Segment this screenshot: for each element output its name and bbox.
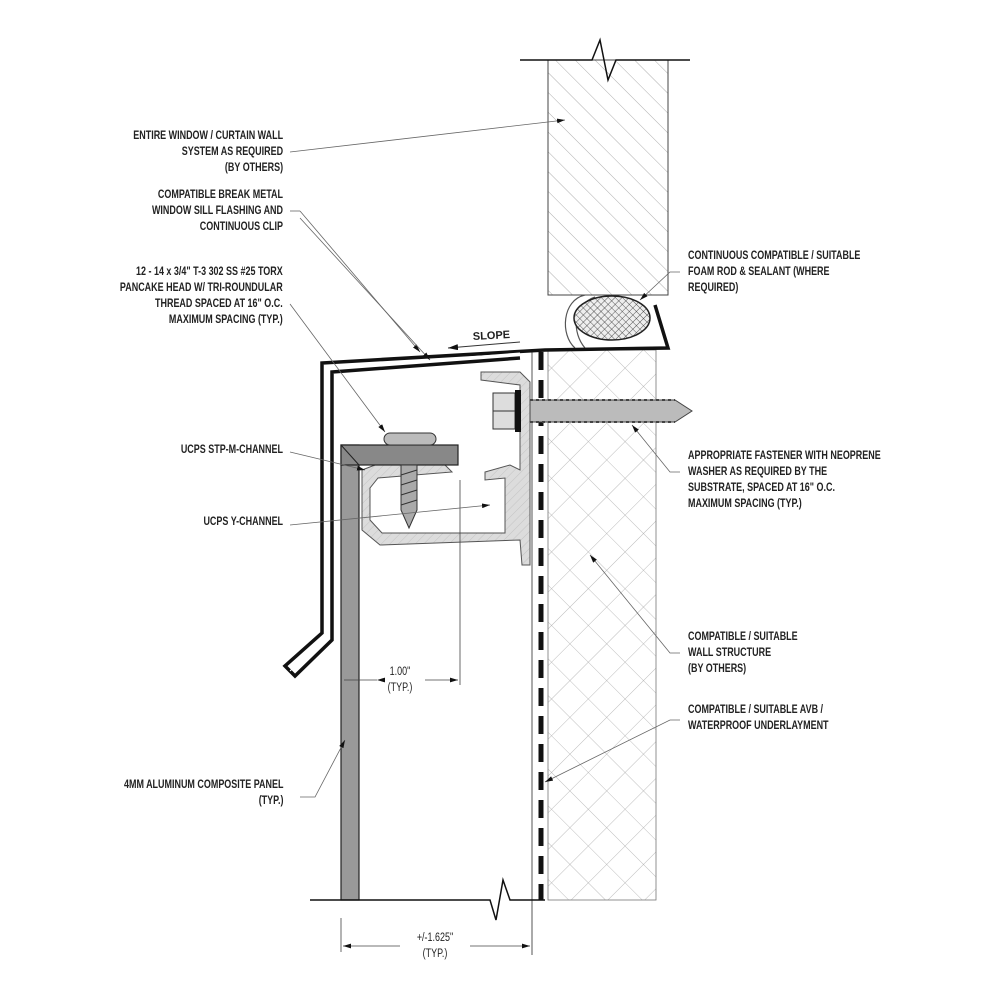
label-sill-flashing: COMPATIBLE BREAK METAL WINDOW SILL FLASH… [115, 187, 283, 235]
label-line: COMPATIBLE BREAK METAL [157, 189, 283, 201]
slope-arrow [447, 341, 521, 351]
label-line: CONTINUOUS COMPATIBLE / SUITABLE [688, 250, 861, 262]
foam-rod [573, 295, 651, 341]
pancake-screw [383, 432, 437, 530]
label-line: MAXIMUM SPACING (TYP.) [169, 314, 283, 326]
label-line: WALL STRUCTURE [688, 647, 772, 659]
slope-label: SLOPE [473, 329, 511, 343]
label-line: ENTIRE WINDOW / CURTAIN WALL [133, 130, 283, 142]
label-line: UCPS Y-CHANNEL [203, 516, 283, 528]
label-line: WATERPROOF UNDERLAYMENT [688, 720, 829, 732]
label-y-channel: UCPS Y-CHANNEL [181, 514, 283, 530]
dimension-note: (TYP.) [422, 948, 448, 960]
label-line: SYSTEM AS REQUIRED [181, 146, 283, 158]
label-acm-panel: 4MM ALUMINUM COMPOSITE PANEL (TYP.) [79, 777, 283, 809]
label-stp-m-channel: UCPS STP-M-CHANNEL [152, 442, 283, 458]
break-line-top [520, 37, 690, 83]
neoprene-washer [515, 390, 521, 432]
label-line: CONTINUOUS CLIP [199, 221, 283, 233]
label-line: (BY OTHERS) [224, 162, 283, 174]
label-line: REQUIRED) [688, 282, 739, 294]
label-line: COMPATIBLE / SUITABLE AVB / [688, 704, 824, 716]
leader-lines [289, 118, 680, 798]
label-line: UCPS STP-M-CHANNEL [180, 444, 283, 456]
label-fastener: APPROPRIATE FASTENER WITH NEOPRENE WASHE… [688, 448, 935, 512]
label-line: (TYP.) [258, 795, 283, 807]
label-line: 12 - 14 x 3/4" T-3 302 SS #25 TORX [136, 266, 283, 278]
label-line: FOAM ROD & SEALANT (WHERE [688, 266, 830, 278]
label-line: (BY OTHERS) [688, 663, 747, 675]
dimension-gap-text: 1.00" (TYP.) [370, 664, 430, 696]
dimension-value: +/-1.625" [416, 932, 454, 944]
label-line: APPROPRIATE FASTENER WITH NEOPRENE [688, 450, 881, 462]
sealant-bead [564, 294, 586, 349]
dimension-depth [340, 918, 530, 952]
window-system [520, 37, 690, 296]
break-line-bottom [310, 877, 545, 921]
label-line: SUBSTRATE, SPACED AT 16" O.C. [688, 482, 835, 494]
dimension-gap [344, 480, 461, 685]
sill-flashing [282, 304, 671, 679]
label-line: THREAD SPACED AT 16" O.C. [155, 298, 283, 310]
label-line: PANCAKE HEAD W/ TRI-ROUNDULAR [120, 282, 283, 294]
dimension-value: 1.00" [389, 666, 411, 678]
dimension-depth-text: +/-1.625" (TYP.) [400, 930, 470, 962]
label-line: 4MM ALUMINUM COMPOSITE PANEL [123, 779, 283, 791]
label-line: MAXIMUM SPACING (TYP.) [688, 498, 802, 510]
label-pancake-screw: 12 - 14 x 3/4" T-3 302 SS #25 TORX PANCA… [74, 264, 283, 328]
label-line: WINDOW SILL FLASHING AND [151, 205, 283, 217]
label-window-system: ENTIRE WINDOW / CURTAIN WALL SYSTEM AS R… [91, 128, 283, 176]
acm-panel [340, 444, 459, 901]
label-line: COMPATIBLE / SUITABLE [688, 631, 798, 643]
substrate-fastener [492, 390, 693, 432]
dimension-note: (TYP.) [387, 682, 413, 694]
wall-structure [547, 349, 657, 901]
label-foam-rod: CONTINUOUS COMPATIBLE / SUITABLE FOAM RO… [688, 248, 909, 296]
y-channel [361, 371, 531, 566]
label-wall-structure: COMPATIBLE / SUITABLE WALL STRUCTURE (BY… [688, 629, 829, 677]
label-avb: COMPATIBLE / SUITABLE AVB / WATERPROOF U… [688, 702, 868, 734]
label-line: WASHER AS REQUIRED BY THE [688, 466, 828, 478]
